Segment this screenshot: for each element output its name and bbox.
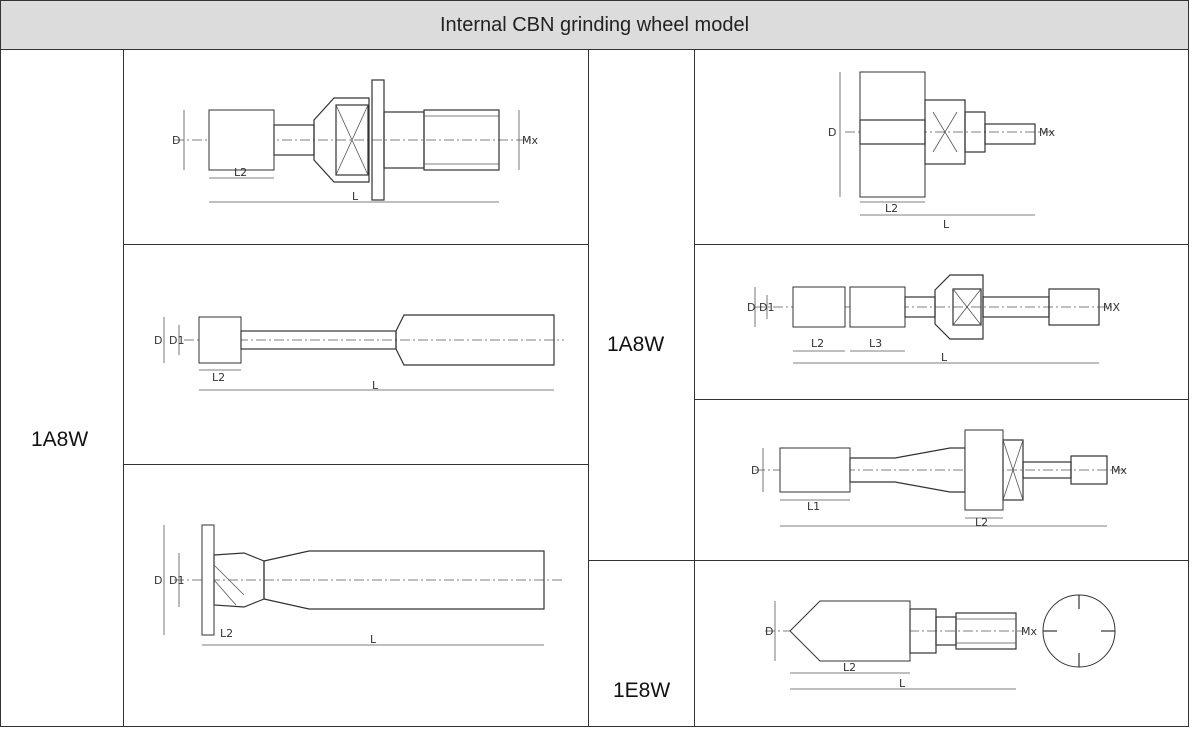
dim-label-l1: L1 [807, 500, 820, 513]
dim-label-l: L [370, 633, 377, 646]
type-label-mid-upper: 1A8W [607, 333, 665, 356]
dim-label-d: D [154, 334, 162, 347]
drawing-1a8w-wide-wheel: D L2 L Mx [828, 71, 1055, 231]
type-cell-mid-lower: 1E8W [588, 560, 695, 727]
drawing-cell-b3: D L1 L2 Mx [694, 399, 1189, 561]
drawing-cell-a3: D D1 L2 L [123, 464, 589, 727]
dim-label-l3: L3 [869, 337, 882, 350]
drawing-1e8w-pointed: D L2 L Mx [765, 594, 1116, 690]
table-title: Internal CBN grinding wheel model [439, 13, 750, 36]
dim-label-l2: L2 [212, 371, 225, 384]
dim-label-d: D [747, 301, 755, 314]
drawing-1a8w-double-wheel: D D1 L2 L3 L MX [747, 274, 1120, 364]
drawing-1a8w-taper-shank: D D1 L2 L [154, 524, 564, 646]
drawing-cell-b1: D L2 L Mx [694, 49, 1189, 245]
drawing-1a8w-threaded-hex: D L2 L Mx [172, 79, 538, 203]
drawing-cell-b2: D D1 L2 L3 L MX [694, 244, 1189, 400]
dim-label-l2: L2 [220, 627, 233, 640]
drawing-1a8w-long-shank: D D1 L2 L [154, 314, 564, 392]
dim-label-l2: L2 [234, 166, 247, 179]
dim-label-l: L [372, 379, 379, 392]
type-cell-mid-upper: 1A8W [588, 49, 695, 561]
dim-label-d: D [172, 134, 180, 147]
dim-label-d1: D1 [169, 574, 184, 587]
dim-label-d: D [828, 126, 836, 139]
drawing-cell-a2: D D1 L2 L [123, 244, 589, 465]
dim-label-l2: L2 [811, 337, 824, 350]
dim-label-mx: MX [1103, 301, 1120, 314]
drawing-1a8w-taper-hex: D L1 L2 Mx [751, 429, 1127, 529]
dim-label-d1: D1 [169, 334, 184, 347]
dim-label-l2: L2 [885, 202, 898, 215]
dim-label-l2: L2 [843, 661, 856, 674]
dim-label-l: L [352, 190, 359, 203]
dim-label-l2: L2 [975, 516, 988, 529]
type-label-mid-lower: 1E8W [613, 679, 671, 702]
dim-label-d: D [751, 464, 759, 477]
dim-label-l: L [943, 218, 950, 231]
dim-label-d: D [765, 625, 773, 638]
type-label-left: 1A8W [31, 428, 89, 451]
drawing-cell-b4: D L2 L Mx [694, 560, 1189, 727]
dim-label-mx: Mx [1111, 464, 1127, 477]
type-cell-left: 1A8W [0, 49, 124, 727]
dim-label-d: D [154, 574, 162, 587]
dim-label-mx: Mx [1039, 126, 1055, 139]
dim-label-l: L [941, 351, 948, 364]
dim-label-mx: Mx [1021, 625, 1037, 638]
dim-label-l: L [899, 677, 906, 690]
dim-label-mx: Mx [522, 134, 538, 147]
drawing-cell-a1: D L2 L Mx [123, 49, 589, 245]
dim-label-d1: D1 [759, 301, 774, 314]
table-header: Internal CBN grinding wheel model [0, 0, 1189, 50]
